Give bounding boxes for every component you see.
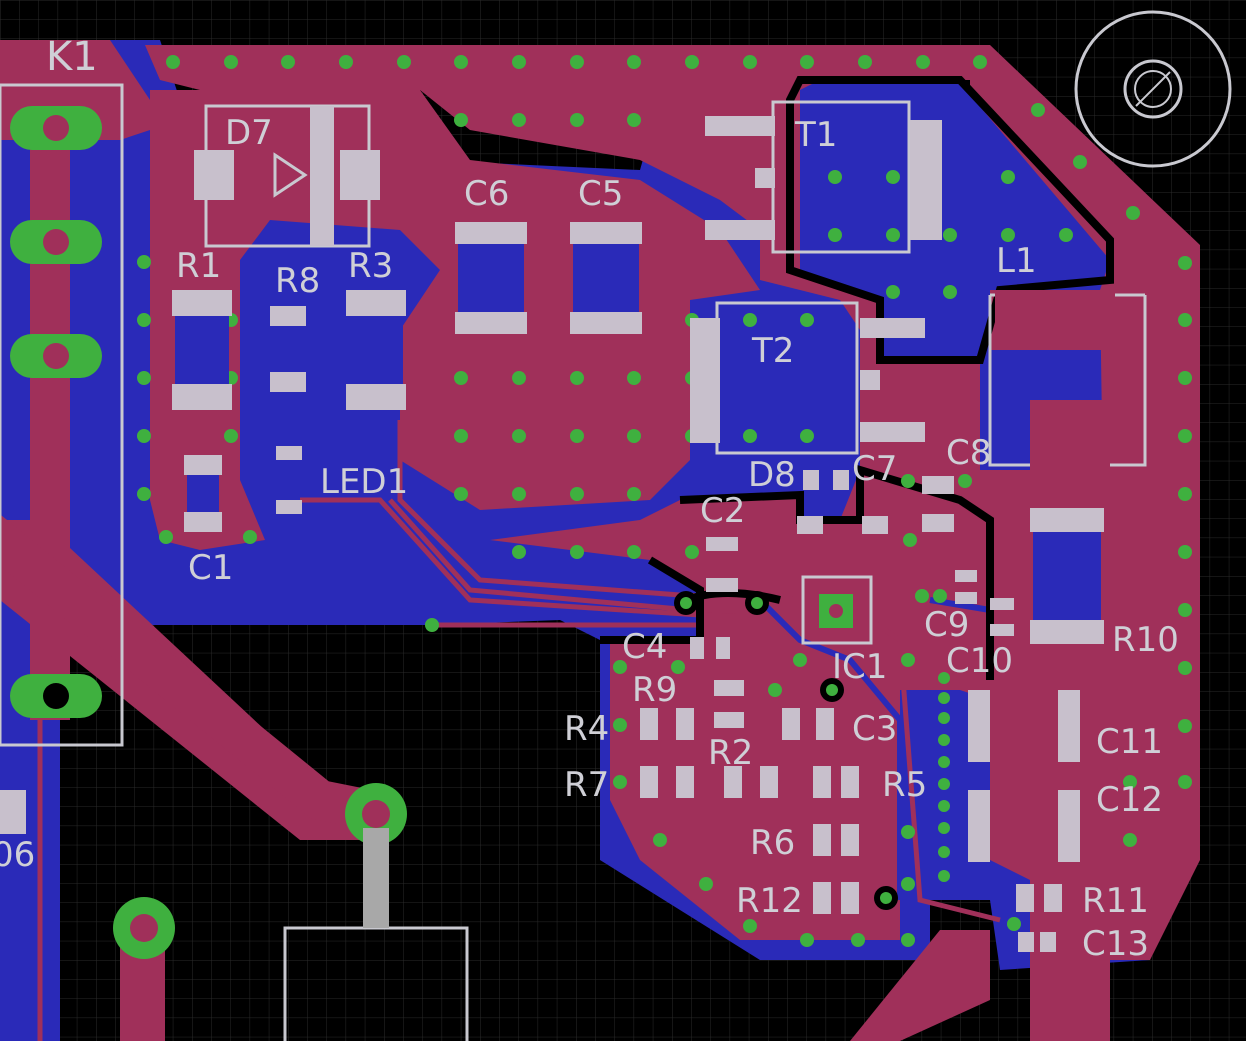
r6-pads xyxy=(813,824,859,856)
connector-pin-1 xyxy=(345,783,407,928)
label-k1: K1 xyxy=(46,34,98,80)
label-d7: D7 xyxy=(225,113,273,153)
mounting-hole-outer xyxy=(1074,10,1232,168)
via-field-center xyxy=(454,313,814,559)
mounting-hole-inner xyxy=(1123,59,1183,119)
d6-pad xyxy=(0,790,26,834)
label-led1: LED1 xyxy=(320,462,408,502)
label-r4: R4 xyxy=(564,709,609,749)
component-bodies xyxy=(175,244,1101,620)
c9-pads xyxy=(955,570,977,604)
label-l1: L1 xyxy=(996,241,1037,281)
label-r6: R6 xyxy=(750,823,795,863)
label-r3: R3 xyxy=(348,246,393,286)
label-r1: R1 xyxy=(176,246,221,286)
d8-pads xyxy=(803,470,849,490)
label-c5: C5 xyxy=(578,174,623,214)
label-c12: C12 xyxy=(1096,780,1163,820)
label-c1: C1 xyxy=(188,548,233,588)
label-c11: C11 xyxy=(1096,722,1163,762)
label-c6: C6 xyxy=(464,174,509,214)
label-c4: C4 xyxy=(622,627,667,667)
k1-outline xyxy=(0,83,124,747)
via-field-t1 xyxy=(828,170,1073,299)
label-d6: 06 xyxy=(0,835,35,875)
k1-pin-2 xyxy=(10,220,102,264)
r7-pads xyxy=(640,766,694,798)
c6-pads xyxy=(455,222,527,334)
c3-pads xyxy=(782,708,834,740)
r1-pads xyxy=(172,290,232,410)
c8-pads xyxy=(922,476,954,532)
label-t1: T1 xyxy=(794,115,837,155)
c7-pads xyxy=(797,516,888,534)
label-t2: T2 xyxy=(751,331,794,371)
r3-pads xyxy=(346,290,406,410)
label-c9: C9 xyxy=(924,605,969,645)
led1-pads xyxy=(276,446,302,514)
c13-pads xyxy=(1018,932,1056,952)
label-r10: R10 xyxy=(1112,620,1179,660)
label-r12: R12 xyxy=(736,881,803,921)
via-row-1 xyxy=(166,55,987,69)
c1-pads xyxy=(184,455,222,532)
via-field-lower xyxy=(613,474,972,947)
ic1-pad xyxy=(819,594,853,628)
via-field-right xyxy=(1123,313,1192,847)
label-d8: D8 xyxy=(748,455,796,495)
k1-pin-3 xyxy=(10,334,102,378)
label-r8: R8 xyxy=(275,261,320,301)
k1-pin-1 xyxy=(10,106,102,150)
label-c13: C13 xyxy=(1082,924,1149,964)
t1-tab xyxy=(910,120,942,240)
r9-pads xyxy=(714,680,744,728)
label-r11: R11 xyxy=(1082,881,1149,921)
r10-pads xyxy=(1030,508,1104,644)
label-c3: C3 xyxy=(852,709,897,749)
r11-pads xyxy=(1016,884,1062,912)
r2-pads xyxy=(724,766,778,798)
label-r5: R5 xyxy=(882,765,927,805)
label-r2: R2 xyxy=(708,733,753,773)
label-ic1: IC1 xyxy=(832,647,887,687)
label-c7: C7 xyxy=(852,449,897,489)
stitching-vias xyxy=(137,55,1192,947)
l1-pads xyxy=(995,290,1110,468)
label-c10: C10 xyxy=(946,641,1013,681)
t2-tab xyxy=(690,318,720,443)
c2-pads xyxy=(706,537,738,592)
c12-pads xyxy=(968,790,1080,862)
k1-pin-4 xyxy=(10,674,102,718)
r12-pads xyxy=(813,882,859,914)
label-r9: R9 xyxy=(632,670,677,710)
label-c8: C8 xyxy=(946,433,991,473)
via-row-2 xyxy=(454,103,1192,270)
c10-pads xyxy=(990,598,1014,636)
label-r7: R7 xyxy=(564,765,609,805)
connector-pin-2 xyxy=(113,897,175,959)
r4-pads xyxy=(640,708,694,740)
r5-pads xyxy=(813,766,859,798)
d7-symbol xyxy=(273,152,308,198)
c11-pads xyxy=(968,690,1080,762)
r8-pads xyxy=(270,306,306,392)
c4-pads xyxy=(690,637,730,659)
smd-pads xyxy=(0,106,1104,952)
silkscreen-labels: K1 D7 T1 C6 C5 L1 R1 R8 R3 T2 LED1 D8 C7… xyxy=(0,34,1179,964)
c5-pads xyxy=(570,222,642,334)
d7-cathode-band xyxy=(310,106,334,246)
ic1-outline xyxy=(801,575,873,645)
label-c2: C2 xyxy=(700,491,745,531)
through-hole-pads xyxy=(10,106,1110,959)
